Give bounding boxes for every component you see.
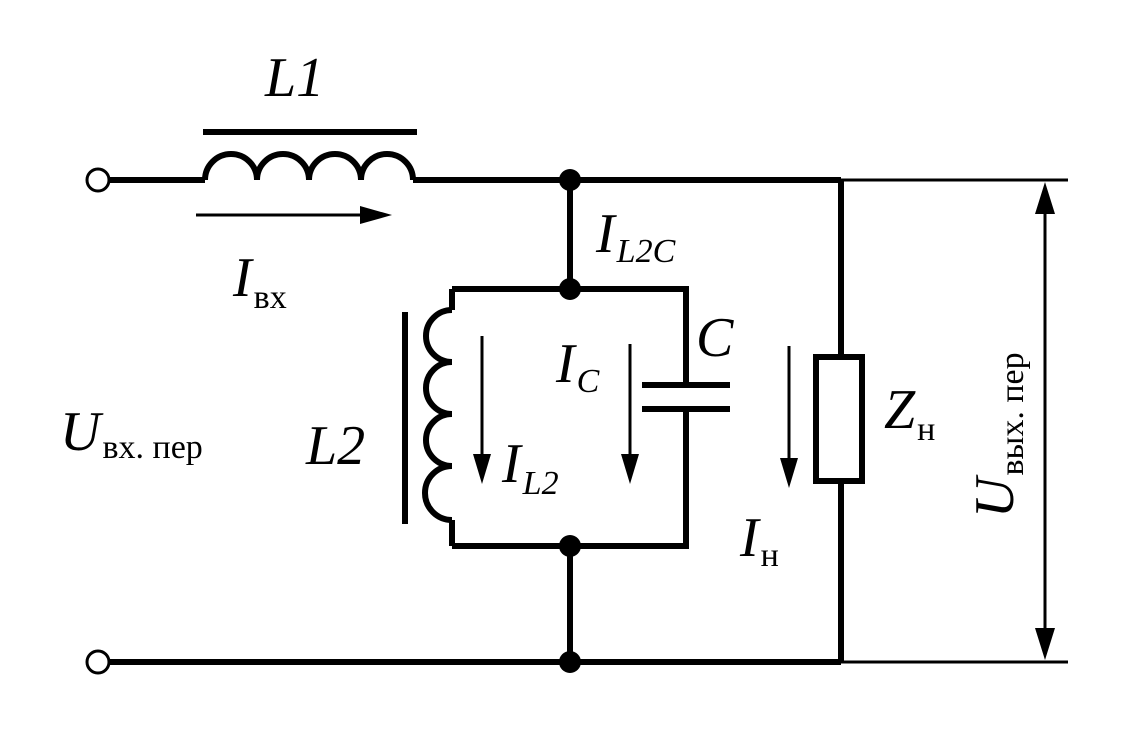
label-load-impedance: Zн [884, 379, 935, 448]
label-input-current: Iвх [232, 247, 287, 316]
tank-bottom-wire [452, 412, 689, 549]
label-load-current: Iн [739, 507, 779, 574]
label-l2-current: IL2 [501, 433, 559, 502]
input-terminal-top [85, 167, 111, 193]
arrow-l2-current [473, 336, 491, 484]
load-resistor [813, 354, 865, 484]
junction-tank-bottom [559, 535, 581, 557]
arrow-load-current [780, 346, 798, 488]
inductor-l1-coil [202, 151, 416, 181]
label-output-voltage: Uвых. пер [964, 352, 1031, 518]
junction-bottom [559, 651, 581, 673]
junction-top [559, 169, 581, 191]
label-l2c-current: IL2C [595, 203, 676, 270]
label-c: C [696, 307, 734, 369]
arrow-input-current [196, 206, 392, 224]
label-l1: L1 [264, 47, 324, 109]
junction-tank-top [559, 278, 581, 300]
inductor-l2-coil [422, 307, 453, 523]
label-l2: L2 [305, 415, 365, 477]
input-terminal-bottom [85, 649, 111, 675]
label-c-current: IC [555, 333, 600, 400]
label-input-voltage: Uвх. пер [60, 401, 203, 466]
tank-top-wire [452, 286, 689, 382]
arrow-output-voltage [1035, 182, 1055, 660]
arrow-c-current [621, 344, 639, 484]
